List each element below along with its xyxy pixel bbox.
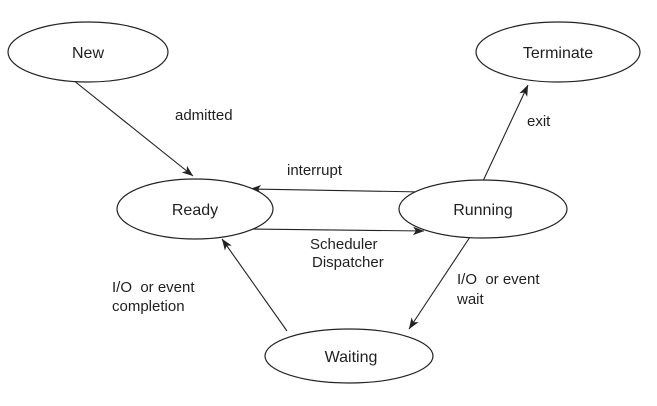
transition-running-to-terminate [482,84,529,182]
state-ellipse-waiting [264,328,434,384]
transition-ready-to-running-dispatch [250,226,425,236]
transition-label-io-wait-line2: wait [456,291,485,308]
transition-label-scheduler-line2: Dispatcher [312,254,384,271]
transition-label-io-completion-line2: completion [112,298,185,315]
transition-running-to-ready-interrupt [249,184,425,194]
state-ellipse-new [7,21,169,83]
transition-running-to-waiting [408,236,471,330]
transition-label-exit: exit [527,113,551,130]
transition-label-scheduler-line1: Scheduler [310,236,378,253]
transition-label-admitted: admitted [175,107,233,124]
transition-label-interrupt: interrupt [287,162,343,179]
state-ellipse-ready [116,178,274,240]
transition-label-io-wait-line1: I/O or event [457,271,540,288]
transition-waiting-to-ready [221,238,288,332]
transition-label-io-completion-line1: I/O or event [112,279,195,296]
state-label-ready: Ready [172,202,218,219]
transition-new-to-ready [72,79,194,177]
state-label-waiting: Waiting [325,349,378,366]
state-label-new: New [72,45,104,62]
state-label-terminate: Terminate [523,45,593,62]
state-ellipse-running [398,179,568,239]
state-ellipse-terminate [475,21,641,83]
state-label-running: Running [453,202,513,219]
